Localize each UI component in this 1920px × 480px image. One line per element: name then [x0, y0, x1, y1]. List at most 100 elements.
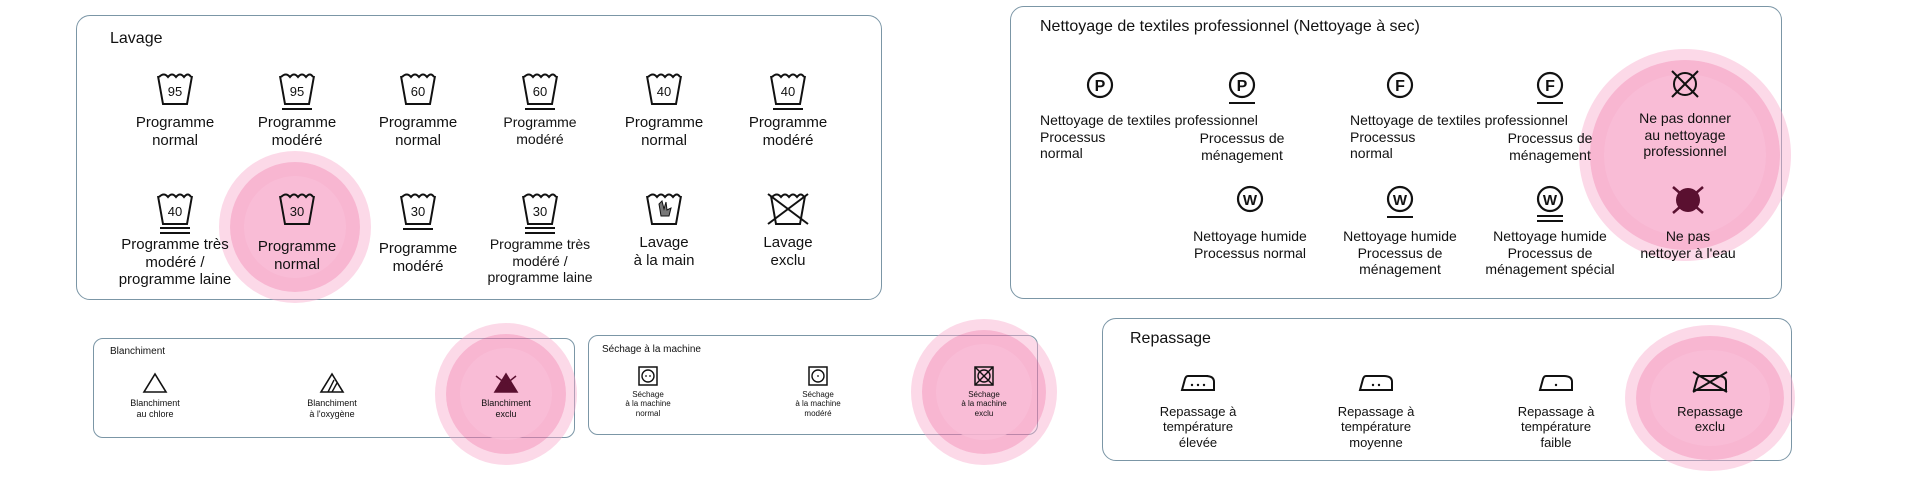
- tumble-dry-normal-icon: [638, 366, 658, 386]
- washtub-30-icon: 30: [278, 192, 316, 226]
- svg-text:30: 30: [411, 204, 425, 219]
- bleach-excluded[interactable]: Blanchiment exclu: [456, 372, 556, 419]
- item-label: Blanchiment exclu: [481, 398, 531, 419]
- svg-text:W: W: [1243, 192, 1258, 209]
- item-label: Blanchiment à l'oxygène: [307, 398, 357, 419]
- iron-low[interactable]: Repassage à température faible: [1491, 370, 1621, 450]
- dry-clean-p-gentle-icon: P: [1227, 70, 1257, 106]
- oxygen-bleach-triangle-icon: [319, 372, 345, 394]
- item-label: Programme très modéré / programme laine: [118, 236, 232, 289]
- wash-item-95-gentle[interactable]: 95 Programme modéré: [237, 72, 357, 149]
- item-label: Séchage à la machine normal: [625, 390, 671, 418]
- bleach-oxygene[interactable]: Blanchiment à l'oxygène: [282, 372, 382, 419]
- sechage-title: Séchage à la machine: [602, 344, 701, 355]
- no-dry-clean[interactable]: Ne pas donner au nettoyage professionnel: [1620, 68, 1750, 160]
- wash-item-30-normal[interactable]: 30 Programme normal: [237, 192, 357, 273]
- washtub-40-gentle-icon: 40: [769, 72, 807, 112]
- iron-high-icon: [1178, 370, 1218, 394]
- washtub-40-icon: 40: [645, 72, 683, 106]
- washtub-60-icon: 60: [399, 72, 437, 106]
- item-label: Programme normal: [378, 114, 458, 149]
- item-label: Programme modéré: [748, 114, 828, 149]
- dry-clean-f-label: Nettoyage de textiles professionnel Proc…: [1350, 112, 1568, 162]
- item-label: Programme modéré: [257, 114, 337, 149]
- dry-clean-f-gentle[interactable]: F Processus de ménagement: [1490, 70, 1610, 163]
- svg-text:95: 95: [168, 84, 182, 99]
- iron-medium-icon: [1356, 370, 1396, 394]
- dry-moderate[interactable]: Séchage à la machine modéré: [768, 366, 868, 418]
- svg-text:40: 40: [657, 84, 671, 99]
- iron-high[interactable]: Repassage à température élevée: [1133, 370, 1263, 450]
- svg-text:F: F: [1545, 78, 1555, 95]
- wet-clean-w-icon: W: [1235, 184, 1265, 214]
- repassage-title: Repassage: [1130, 330, 1211, 347]
- item-label: Ne pas nettoyer à l'eau: [1640, 228, 1736, 261]
- svg-text:60: 60: [533, 84, 547, 99]
- wash-item-40-very-gentle[interactable]: 40 Programme très modéré / programme lai…: [110, 192, 240, 289]
- item-label: Programme modéré: [378, 240, 458, 275]
- do-not-bleach-icon: [493, 372, 519, 394]
- item-label: Programme modéré: [503, 114, 577, 147]
- item-label: Programme normal: [624, 114, 704, 149]
- item-label: Lavage à la main: [633, 234, 695, 269]
- wash-item-60-gentle[interactable]: 60 Programme modéré: [480, 72, 600, 147]
- item-label: Nettoyage humide Processus normal: [1193, 228, 1307, 261]
- wash-item-40-gentle[interactable]: 40 Programme modéré: [728, 72, 848, 149]
- blanchiment-title: Blanchiment: [110, 346, 166, 357]
- no-wet-clean[interactable]: Ne pas nettoyer à l'eau: [1623, 184, 1753, 261]
- item-label: Ne pas donner au nettoyage professionnel: [1639, 110, 1731, 160]
- wet-clean-w-gentle-icon: W: [1385, 184, 1415, 220]
- wash-item-excluded[interactable]: Lavage exclu: [728, 192, 848, 269]
- item-label: Blanchiment au chlore: [130, 398, 180, 419]
- washtub-60-gentle-icon: 60: [521, 72, 559, 112]
- item-label: Repassage exclu: [1677, 404, 1743, 435]
- nettoyage-title: Nettoyage de textiles professionnel (Net…: [1040, 18, 1420, 35]
- item-label: Séchage à la machine modéré: [795, 390, 841, 418]
- wash-item-40-normal[interactable]: 40 Programme normal: [604, 72, 724, 149]
- wash-item-hand[interactable]: Lavage à la main: [604, 192, 724, 269]
- washtub-40-very-gentle-icon: 40: [156, 192, 194, 236]
- svg-text:95: 95: [290, 84, 304, 99]
- item-label: Processus de ménagement: [1507, 130, 1593, 163]
- item-label: Repassage à température élevée: [1159, 404, 1237, 450]
- iron-excluded[interactable]: Repassage exclu: [1645, 370, 1775, 435]
- do-not-wet-clean-icon: [1670, 184, 1706, 216]
- svg-text:W: W: [1393, 192, 1408, 209]
- dry-clean-p-icon: P: [1085, 70, 1115, 100]
- dry-clean-f-gentle-icon: F: [1535, 70, 1565, 106]
- tumble-dry-low-icon: [808, 366, 828, 386]
- washtub-30-gentle-icon: 30: [399, 192, 437, 232]
- item-label: Nettoyage humide Processus de ménagement: [1343, 228, 1457, 278]
- item-label: Repassage à température moyenne: [1337, 404, 1415, 450]
- wet-clean-w[interactable]: W Nettoyage humide Processus normal: [1175, 184, 1325, 261]
- wash-item-30-very-gentle[interactable]: 30 Programme très modéré / programme lai…: [475, 192, 605, 286]
- svg-text:30: 30: [533, 204, 547, 219]
- washtub-95-icon: 95: [156, 72, 194, 106]
- wash-item-95-normal[interactable]: 95 Programme normal: [115, 72, 235, 149]
- item-label: Processus de ménagement: [1199, 130, 1285, 163]
- dry-clean-p-gentle[interactable]: P Processus de ménagement: [1182, 70, 1302, 163]
- svg-text:40: 40: [781, 84, 795, 99]
- do-not-wash-icon: [766, 192, 810, 226]
- dry-excluded[interactable]: Séchage à la machine exclu: [934, 366, 1034, 418]
- item-label: Programme normal: [257, 238, 337, 273]
- bleach-chlore[interactable]: Blanchiment au chlore: [105, 372, 205, 419]
- dry-normal[interactable]: Séchage à la machine normal: [598, 366, 698, 418]
- lavage-title: Lavage: [110, 30, 163, 47]
- wash-item-60-normal[interactable]: 60 Programme normal: [358, 72, 478, 149]
- wet-clean-w-gentle[interactable]: W Nettoyage humide Processus de ménageme…: [1325, 184, 1475, 278]
- dry-clean-f[interactable]: F: [1360, 70, 1440, 100]
- wet-clean-w-very-gentle-icon: W: [1535, 184, 1565, 224]
- item-label: Lavage exclu: [763, 234, 813, 269]
- svg-text:P: P: [1095, 78, 1106, 95]
- do-not-iron-icon: [1690, 370, 1730, 394]
- item-label: Nettoyage humide Processus de ménagement…: [1485, 228, 1615, 278]
- dry-clean-p[interactable]: P: [1060, 70, 1140, 100]
- wet-clean-w-very-gentle[interactable]: W Nettoyage humide Processus de ménageme…: [1470, 184, 1630, 278]
- svg-text:30: 30: [290, 204, 304, 219]
- wash-item-30-gentle[interactable]: 30 Programme modéré: [358, 192, 478, 275]
- item-label: Programme très modéré / programme laine: [487, 236, 593, 286]
- iron-medium[interactable]: Repassage à température moyenne: [1311, 370, 1441, 450]
- svg-text:60: 60: [411, 84, 425, 99]
- svg-text:40: 40: [168, 204, 182, 219]
